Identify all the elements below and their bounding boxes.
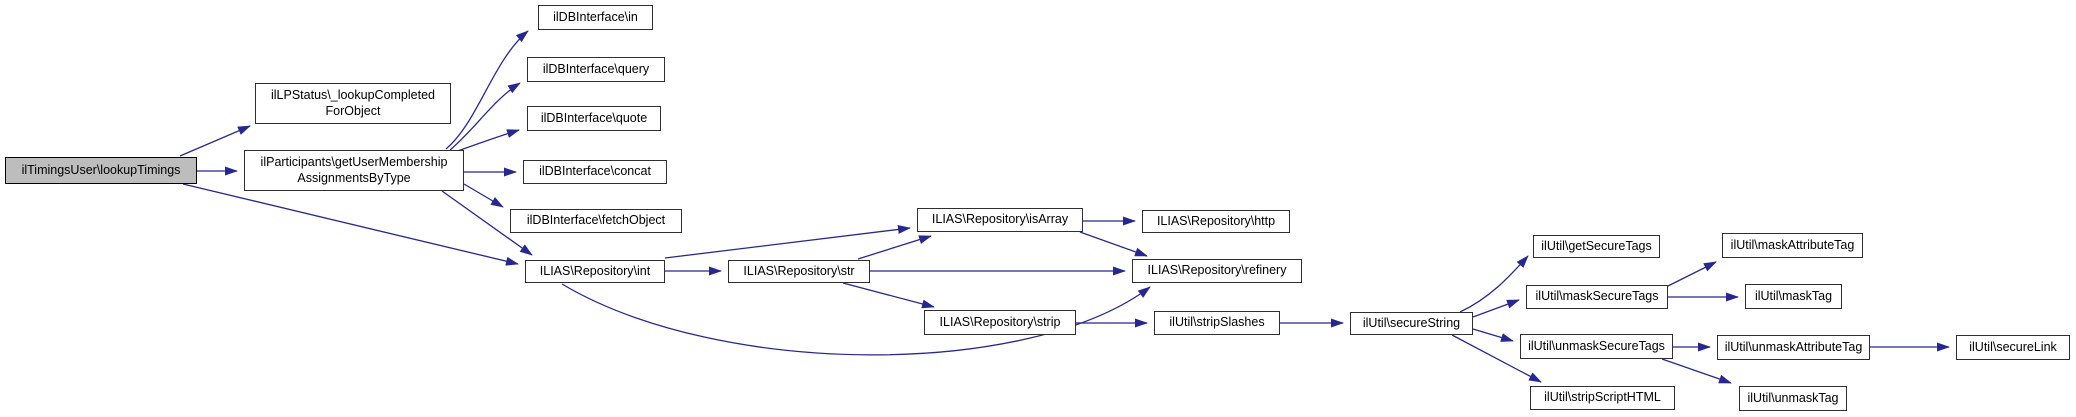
node-maskAttributeTag[interactable]: ilUtil\maskAttributeTag [1722,233,1863,258]
edge-getUserMembership-db-in [445,30,529,150]
edge-getUserMembership-repo-int [441,190,533,256]
node-repo-http[interactable]: ILIAS\Repository\http [1142,210,1290,233]
node-lookupTimings[interactable]: ilTimingsUser\lookupTimings [5,157,197,184]
node-secureLink[interactable]: ilUtil\secureLink [1956,335,2070,360]
node-secureString[interactable]: ilUtil\secureString [1350,312,1473,335]
node-db-quote[interactable]: ilDBInterface\quote [527,106,661,131]
node-unmaskAttributeTag[interactable]: ilUtil\unmaskAttributeTag [1717,335,1870,360]
edge-repo-int-repo-refinery [561,283,1151,356]
edge-lookupTimings-repo-int [182,183,519,266]
edge-repo-int-repo-isArray [664,224,911,259]
node-repo-str[interactable]: ILIAS\Repository\str [728,260,870,283]
node-stripScriptHTML[interactable]: ilUtil\stripScriptHTML [1530,386,1675,410]
node-repo-int[interactable]: ILIAS\Repository\int [525,260,665,283]
node-stripSlashes[interactable]: ilUtil\stripSlashes [1154,311,1280,335]
edge-getUserMembership-db-fetchObject [463,183,504,208]
node-db-concat[interactable]: ilDBInterface\concat [523,160,667,184]
node-repo-refinery[interactable]: ILIAS\Repository\refinery [1132,259,1302,283]
node-getUserMembership[interactable]: ilParticipants\getUserMembership Assignm… [244,150,464,191]
edge-secureString-maskSecureTags [1472,299,1520,318]
edge-unmaskSecureTags-unmaskTag [1661,358,1732,384]
edge-getUserMembership-db-quote [454,129,520,153]
edge-repo-isArray-repo-refinery [1079,231,1148,257]
edge-lookupTimings-lookupCompletedForObject [179,125,251,157]
node-maskTag[interactable]: ilUtil\maskTag [1745,284,1842,309]
node-repo-isArray[interactable]: ILIAS\Repository\isArray [917,208,1083,232]
edge-repo-str-repo-strip [842,282,935,309]
node-db-query[interactable]: ilDBInterface\query [527,57,665,82]
node-maskSecureTags[interactable]: ilUtil\maskSecureTags [1526,285,1668,309]
node-lookupCompletedForObject[interactable]: ilLPStatus\_lookupCompleted ForObject [255,83,451,124]
node-unmaskSecureTags[interactable]: ilUtil\unmaskSecureTags [1520,334,1673,359]
edge-secureString-stripScriptHTML [1451,334,1542,383]
node-getSecureTags[interactable]: ilUtil\getSecureTags [1533,235,1660,258]
edge-getUserMembership-db-query [449,82,521,151]
edge-maskSecureTags-maskAttributeTag [1667,261,1717,287]
edge-secureString-unmaskSecureTags [1472,328,1514,342]
node-db-in[interactable]: ilDBInterface\in [538,5,653,30]
edge-repo-str-repo-isArray [857,235,932,260]
node-repo-strip[interactable]: ILIAS\Repository\strip [924,310,1076,335]
edge-secureString-getSecureTags [1459,255,1529,313]
node-db-fetchObject[interactable]: ilDBInterface\fetchObject [510,209,682,233]
node-unmaskTag[interactable]: ilUtil\unmaskTag [1739,386,1847,411]
